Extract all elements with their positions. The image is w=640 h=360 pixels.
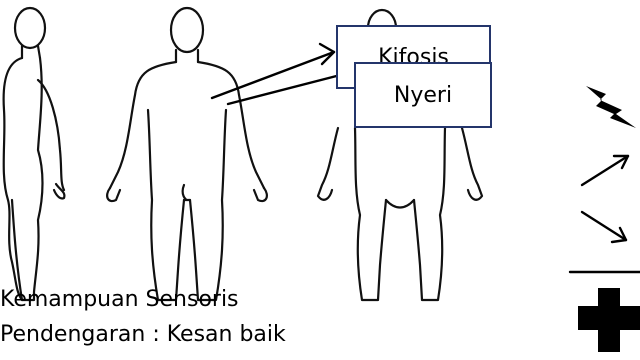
arrow-up-right-icon bbox=[582, 156, 628, 185]
caption-hearing: Pendengaran : Kesan baik bbox=[0, 322, 286, 347]
body-figure-side bbox=[4, 8, 65, 300]
arrows bbox=[212, 44, 352, 104]
label-nyeri: Nyeri bbox=[394, 83, 452, 108]
arrow-down-right-icon bbox=[582, 212, 626, 242]
body-figure-back bbox=[107, 8, 267, 300]
caption-sensory: Kemampuan Sensoris bbox=[0, 287, 239, 312]
legend-icons bbox=[570, 86, 640, 352]
plus-icon bbox=[578, 288, 640, 352]
arrow-to-nyeri bbox=[228, 72, 352, 104]
label-box-nyeri: Nyeri bbox=[354, 62, 492, 128]
lightning-icon bbox=[586, 86, 636, 128]
